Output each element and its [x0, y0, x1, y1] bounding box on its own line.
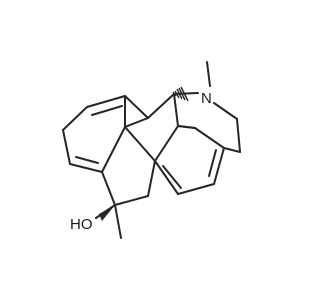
nitrogen-label: N — [201, 90, 212, 107]
bond-lines — [62, 61, 241, 239]
chemical-structure: N HO — [62, 61, 241, 239]
hashed-wedge-bond — [172, 86, 189, 102]
wedge-bond — [99, 205, 115, 221]
stereo-wedges — [99, 86, 189, 221]
hydroxyl-label: HO — [70, 216, 93, 233]
